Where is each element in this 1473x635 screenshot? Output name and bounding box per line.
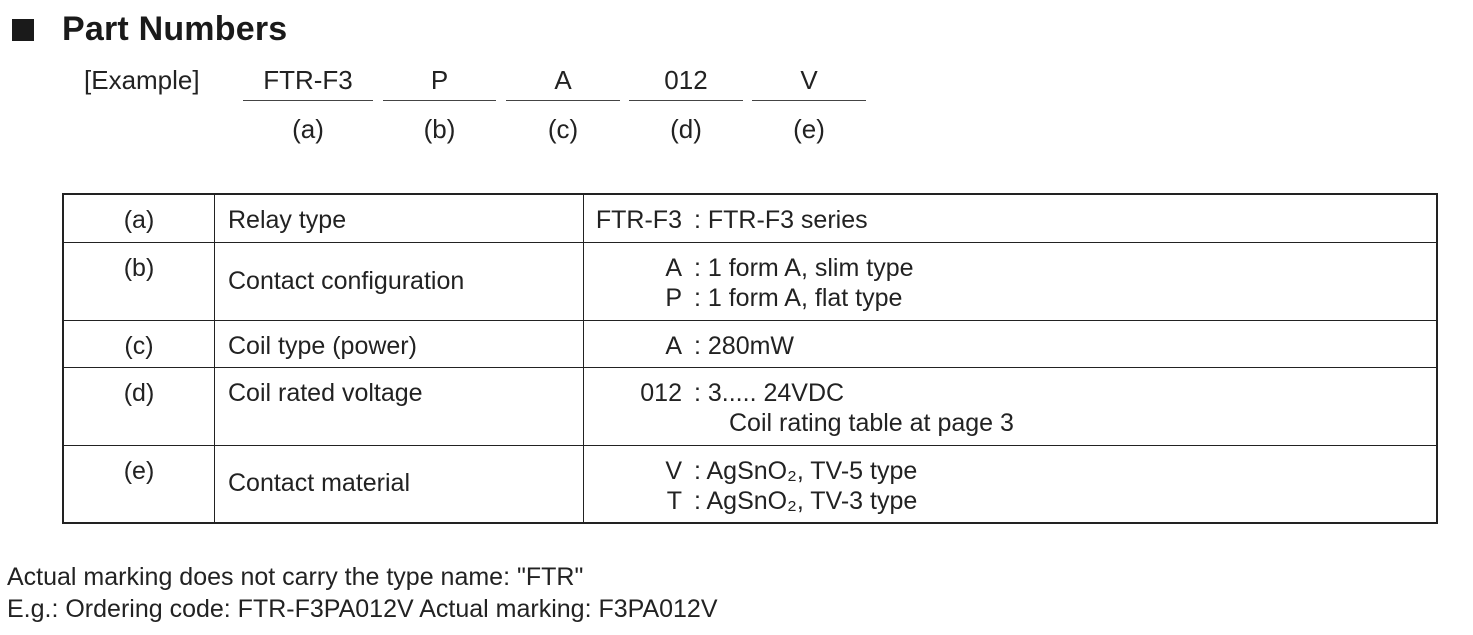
row-name-cell: Coil rated voltage (214, 366, 584, 446)
row-options-cell: A : 1 form A, slim type P : 1 form A, fl… (583, 241, 1438, 321)
option-code: P (665, 283, 682, 312)
option-code: FTR-F3 (595, 206, 682, 234)
row-options-cell: 012 : 3..... 24VDC Coil rating table at … (583, 366, 1438, 446)
option-line: 012 : 3..... 24VDC (584, 378, 1436, 408)
example-segment-a: FTR-F3 (a) (243, 60, 373, 150)
row-letter-cell: (a) (62, 193, 215, 243)
option-desc: : 1 form A, flat type (694, 283, 903, 312)
row-options-cell: FTR-F3 : FTR-F3 series (583, 193, 1438, 243)
table-row: (b) Contact configuration A : 1 form A, … (62, 241, 1438, 321)
row-letter: (a) (123, 206, 155, 234)
option-line: P : 1 form A, flat type (584, 283, 1436, 313)
row-letter: (c) (124, 331, 154, 360)
segment-letter: (d) (670, 114, 702, 144)
row-name: Contact material (228, 469, 411, 498)
page-title: Part Numbers (62, 10, 288, 48)
example-label: [Example] (84, 65, 200, 95)
option-desc: : 3..... 24VDC (694, 378, 845, 407)
table-row: (d) Coil rated voltage 012 : 3..... 24VD… (62, 366, 1438, 446)
row-letter: (b) (123, 253, 155, 282)
segment-code: 012 (629, 60, 743, 101)
example-segment-e: V (e) (752, 60, 866, 150)
option-code: A (665, 253, 682, 282)
option-code: 012 (640, 378, 682, 407)
row-letter-cell: (b) (62, 241, 215, 321)
row-name-cell: Relay type (214, 193, 584, 243)
table-row: (c) Coil type (power) A : 280mW (62, 319, 1438, 368)
option-line: A : 280mW (584, 331, 1436, 361)
footer-note-marking: Actual marking does not carry the type n… (7, 563, 584, 591)
row-letter: (d) (123, 378, 155, 407)
option-line: A : 1 form A, slim type (584, 253, 1436, 283)
row-options-cell: A : 280mW (583, 319, 1438, 368)
row-name: Coil rated voltage (228, 378, 423, 407)
segment-code: V (752, 60, 866, 101)
example-segment-b: P (b) (383, 60, 496, 150)
row-letter-cell: (e) (62, 444, 215, 524)
option-code: A (665, 331, 682, 360)
row-name-cell: Contact configuration (214, 241, 584, 321)
option-desc: : 1 form A, slim type (694, 253, 914, 282)
option-desc: : AgSnO₂, TV-5 type (694, 456, 918, 485)
option-continuation: Coil rating table at page 3 (729, 408, 1014, 437)
row-options-cell: V : AgSnO₂, TV-5 type T : AgSnO₂, TV-3 t… (583, 444, 1438, 524)
row-letter-cell: (c) (62, 319, 215, 368)
option-desc: : FTR-F3 series (694, 206, 868, 234)
segment-code: FTR-F3 (243, 60, 373, 101)
segment-code: P (383, 60, 496, 101)
example-segment-d: 012 (d) (629, 60, 743, 150)
table-row: (e) Contact material V : AgSnO₂, TV-5 ty… (62, 444, 1438, 524)
option-line: V : AgSnO₂, TV-5 type (584, 456, 1436, 486)
segment-letter: (b) (423, 114, 456, 144)
row-name-cell: Contact material (214, 444, 584, 524)
option-line: FTR-F3 : FTR-F3 series (584, 205, 1436, 235)
segment-code: A (506, 60, 620, 101)
footer-note-example: E.g.: Ordering code: FTR-F3PA012V Actual… (7, 595, 718, 623)
row-name-cell: Coil type (power) (214, 319, 584, 368)
row-name: Relay type (228, 206, 347, 234)
row-letter: (e) (123, 456, 155, 485)
segment-letter: (e) (793, 114, 825, 144)
segment-letter: (a) (292, 114, 324, 144)
option-code: V (665, 456, 682, 485)
row-name: Coil type (power) (228, 331, 417, 360)
footer-notes: Actual marking does not carry the type n… (7, 561, 718, 625)
table-row: (a) Relay type FTR-F3 : FTR-F3 series (62, 193, 1438, 243)
example-segment-c: A (c) (506, 60, 620, 150)
title-bullet-icon (12, 19, 34, 41)
option-code: T (666, 486, 682, 515)
part-number-table: (a) Relay type FTR-F3 : FTR-F3 series (b… (62, 193, 1438, 524)
row-letter-cell: (d) (62, 366, 215, 446)
segment-letter: (c) (547, 114, 579, 144)
row-name: Contact configuration (228, 266, 465, 295)
option-desc: : 280mW (694, 331, 795, 360)
option-desc: : AgSnO₂, TV-3 type (694, 486, 918, 515)
option-line: T : AgSnO₂, TV-3 type (584, 486, 1436, 516)
